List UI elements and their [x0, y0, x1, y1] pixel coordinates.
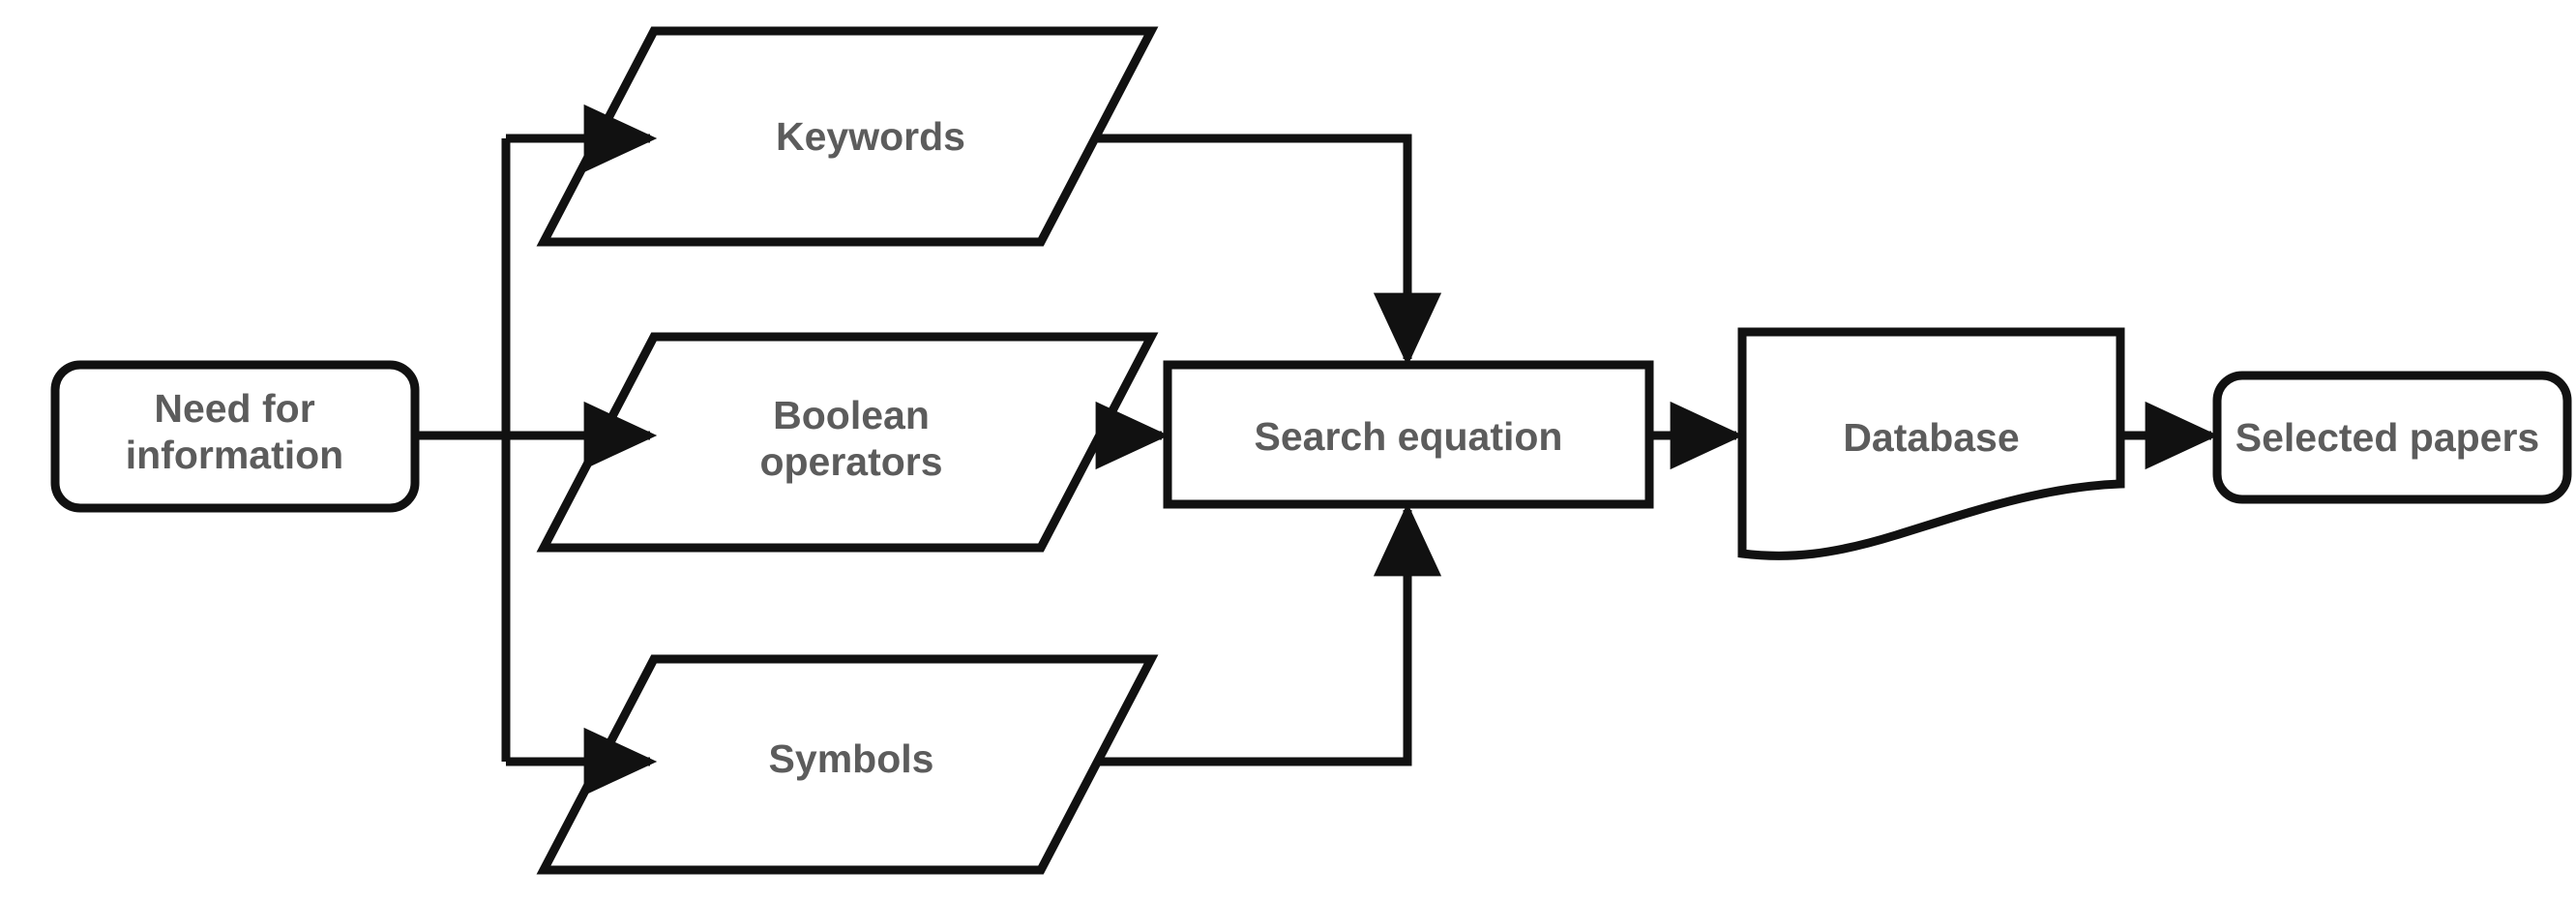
node-database[interactable]: [1737, 327, 2125, 560]
edge-symbols-to-search-equation: [1096, 502, 1442, 766]
edge-keywords-to-search-equation: [1096, 134, 1442, 367]
node-symbols[interactable]: [536, 654, 1159, 875]
node-need-for-information[interactable]: [50, 360, 420, 513]
node-keywords[interactable]: [536, 26, 1159, 247]
node-boolean-operators[interactable]: [536, 332, 1159, 553]
node-search-equation[interactable]: [1163, 360, 1654, 509]
node-selected-papers[interactable]: [2212, 371, 2572, 504]
